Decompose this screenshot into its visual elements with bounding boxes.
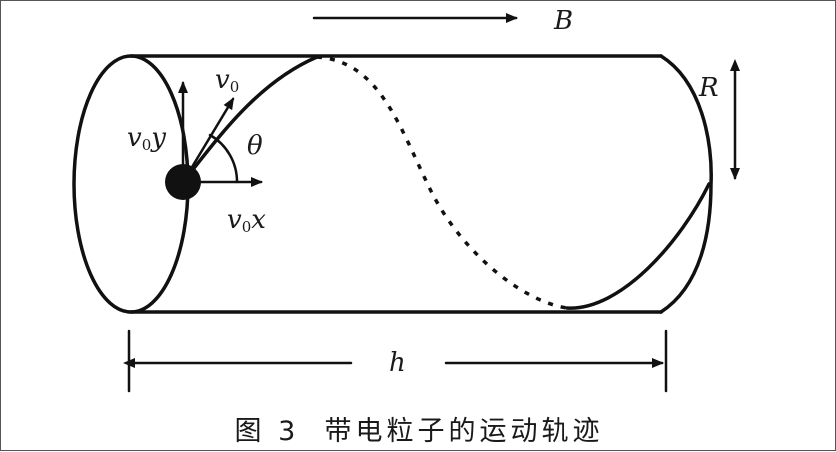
vx-label: v0x <box>227 207 266 235</box>
figure-caption: 图 3 带电粒子的运动轨迹 <box>1 409 836 448</box>
charged-particle <box>165 164 201 200</box>
vx-suffix: x <box>251 205 266 235</box>
figure-number: 图 3 <box>234 416 300 447</box>
v0-label: v0 <box>215 67 239 95</box>
vy-suffix: y <box>151 123 166 153</box>
field-label: B <box>554 6 574 36</box>
v0-sub: 0 <box>229 78 240 96</box>
vy-base: v <box>127 123 142 153</box>
trajectory-return <box>565 182 711 310</box>
trajectory-front <box>181 55 319 184</box>
v0-base: v <box>215 65 230 95</box>
vx-base: v <box>227 205 242 235</box>
trajectory-hidden <box>316 55 568 310</box>
caption-text: 带电粒子的运动轨迹 <box>324 416 604 447</box>
vx-sub: 0 <box>241 218 252 236</box>
vy-sub: 0 <box>141 136 152 154</box>
length-label: h <box>389 348 406 378</box>
angle-label: θ <box>247 131 263 161</box>
vy-label: v0y <box>127 125 166 153</box>
cylinder-right-end <box>659 54 713 314</box>
angle-arc <box>208 133 239 184</box>
radius-label: R <box>699 73 719 103</box>
